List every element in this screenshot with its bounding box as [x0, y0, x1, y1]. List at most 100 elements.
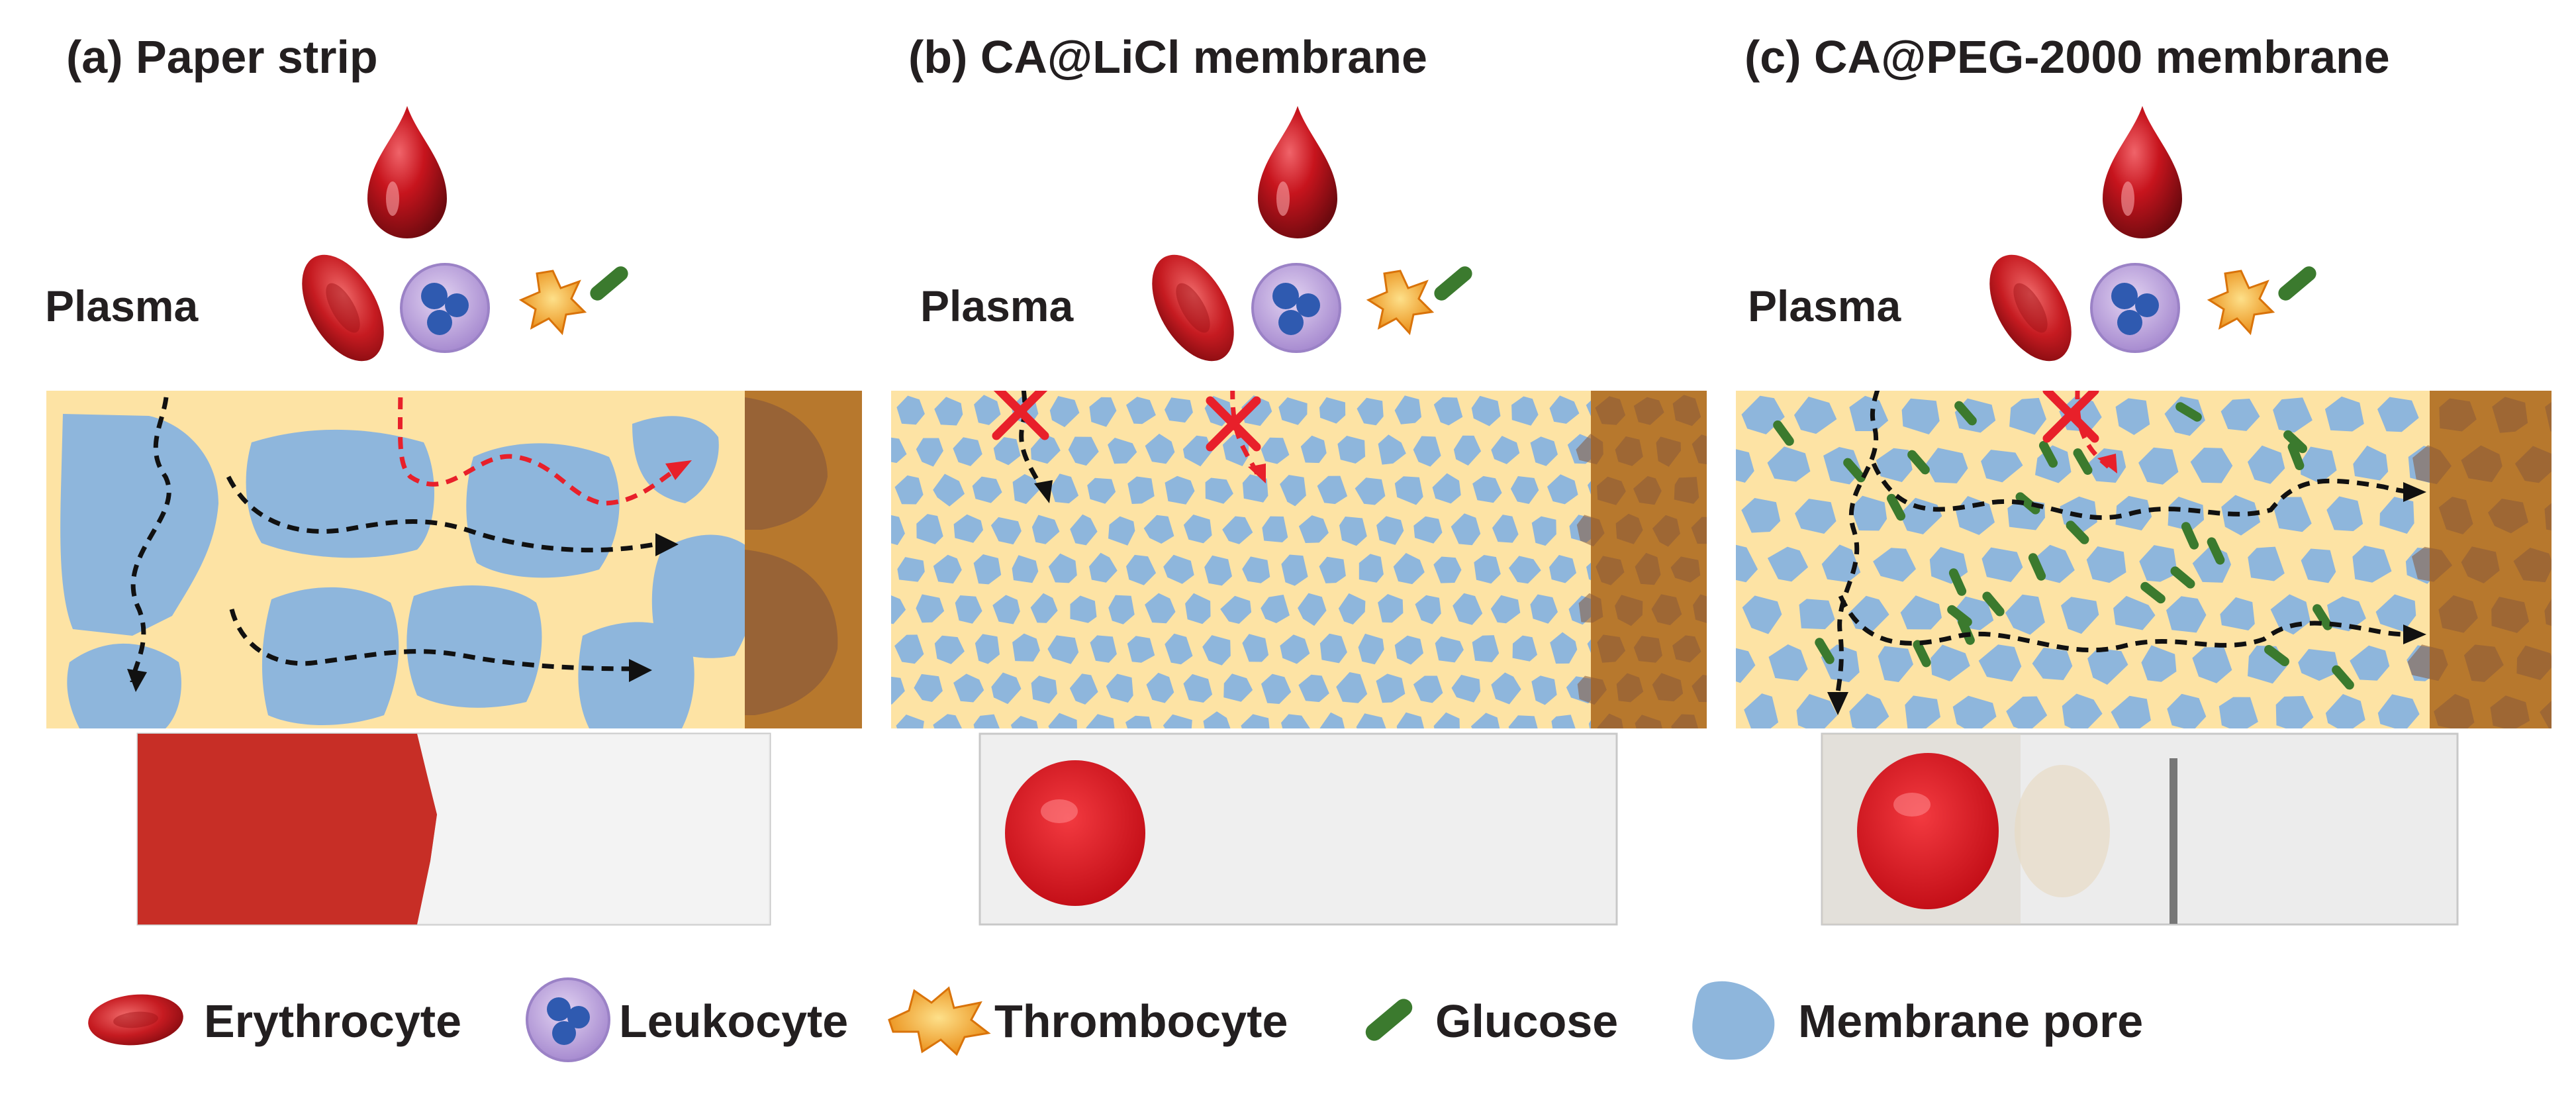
glucose-molecule-group	[1773, 401, 2354, 690]
glucose-molecule	[2175, 402, 2202, 422]
membrane-pore	[2138, 447, 2179, 485]
blood-drop-icon	[1258, 106, 1337, 238]
glucose-molecule	[2181, 522, 2199, 550]
membrane-pore	[1633, 475, 1662, 505]
panel-a: (a) Paper strip Plasma	[45, 31, 862, 926]
membrane-pore	[1125, 715, 1152, 728]
membrane-pore	[1089, 552, 1118, 583]
membrane-pore	[1146, 672, 1174, 703]
membrane-pore	[1849, 395, 1889, 431]
membrane-pore	[1956, 496, 1995, 535]
membrane-pore	[1433, 556, 1462, 583]
membrane-pore	[1597, 476, 1626, 505]
membrane-pore-group	[891, 395, 1617, 728]
membrane-pore	[1163, 554, 1194, 584]
membrane-pore	[1472, 475, 1502, 503]
membrane-pore	[896, 715, 924, 728]
membrane-pore	[1849, 693, 1889, 728]
membrane-pore	[1651, 594, 1682, 626]
membrane-pore	[1433, 397, 1463, 426]
erythrocyte-icon	[88, 994, 183, 1046]
membrane-pore	[2062, 693, 2103, 728]
membrane-pore	[1736, 544, 1758, 583]
glucose-molecule	[1947, 605, 1972, 627]
membrane-pore	[1508, 715, 1538, 728]
membrane-pore	[1635, 552, 1661, 585]
membrane-pore	[1850, 495, 1887, 531]
membrane-pore	[1470, 713, 1500, 728]
membrane-pore	[1087, 477, 1116, 504]
membrane-pore	[2248, 445, 2285, 484]
membrane-pore	[1795, 499, 1837, 534]
membrane-pore	[1597, 634, 1626, 663]
membrane-pore	[1511, 396, 1539, 426]
membrane-pore	[1223, 673, 1253, 702]
membrane-pore	[1768, 644, 1808, 681]
membrane-pore	[894, 475, 924, 505]
membrane-pore	[1069, 673, 1098, 705]
membrane-pore	[2111, 695, 2151, 728]
membrane-pore	[1451, 675, 1481, 703]
membrane-pore	[1873, 548, 1916, 582]
membrane-pore	[1182, 435, 1213, 467]
membrane-pore	[2141, 645, 2177, 682]
membrane-pore	[1576, 434, 1603, 465]
membrane-pore	[2326, 496, 2363, 531]
membrane-pore	[1298, 674, 1329, 703]
membrane-pore	[1672, 635, 1701, 663]
blocked-x-icon	[992, 391, 1049, 440]
membrane-pore	[1509, 556, 1541, 584]
membrane-pore	[1597, 713, 1623, 728]
membrane-pore	[1899, 497, 1942, 534]
membrane-pore	[2324, 396, 2364, 432]
glucose-molecule	[1886, 493, 1906, 521]
membrane-pore	[2218, 697, 2258, 728]
membrane-pore	[2540, 701, 2552, 728]
panel-b: (b) CA@LiCl membrane Plasma	[891, 31, 1740, 926]
membrane-pore	[1183, 673, 1213, 703]
membrane-pore	[1050, 473, 1079, 504]
plasma-flow-arrow	[229, 609, 636, 671]
membrane-pore	[2113, 595, 2156, 630]
membrane-pore	[1222, 516, 1253, 544]
membrane-pore	[1070, 595, 1097, 623]
membrane-pore	[1711, 478, 1739, 505]
legend: Erythrocyte Leukocyte Thrombocyte Glucos…	[88, 977, 2143, 1062]
plasma-flow-arrow	[226, 475, 663, 553]
membrane-pore	[1203, 711, 1231, 728]
membrane-pore	[1108, 516, 1135, 546]
membrane-pore	[972, 476, 1002, 503]
membrane-pore	[1453, 593, 1483, 625]
glucose-molecule	[2283, 430, 2307, 454]
membrane-pore	[2300, 446, 2337, 484]
membrane-pore	[1551, 715, 1576, 728]
leukocyte-icon	[2090, 263, 2180, 353]
membrane-pore	[1693, 594, 1707, 623]
membrane-pore	[1531, 516, 1556, 546]
membrane-photo-c	[1821, 732, 2459, 926]
glucose-molecule	[1948, 568, 1967, 596]
membrane-pore	[1165, 475, 1195, 505]
membrane-pore	[1165, 397, 1193, 423]
membrane-pore	[1012, 473, 1039, 505]
membrane-pore	[1510, 476, 1539, 504]
membrane-pore	[1338, 593, 1366, 624]
membrane-pore	[953, 514, 983, 543]
membrane-pore	[2192, 647, 2232, 683]
membrane-pore	[2006, 696, 2048, 728]
membrane-pore	[1281, 554, 1308, 586]
membrane-pore	[1549, 395, 1580, 424]
membrane-pore	[1145, 433, 1175, 464]
membrane-pore	[1652, 673, 1684, 702]
membrane-pore	[992, 595, 1020, 624]
membrane-pore	[1394, 476, 1423, 505]
membrane-pore	[1086, 714, 1115, 728]
leukocyte-icon	[526, 977, 610, 1062]
membrane-pore	[1710, 397, 1740, 424]
membrane-pore	[2514, 446, 2552, 483]
membrane-pore	[1672, 395, 1701, 426]
membrane-pore	[1595, 396, 1626, 425]
membrane-pore	[1278, 397, 1308, 425]
thrombocyte-icon	[888, 986, 991, 1056]
membrane-pore	[1048, 713, 1078, 728]
